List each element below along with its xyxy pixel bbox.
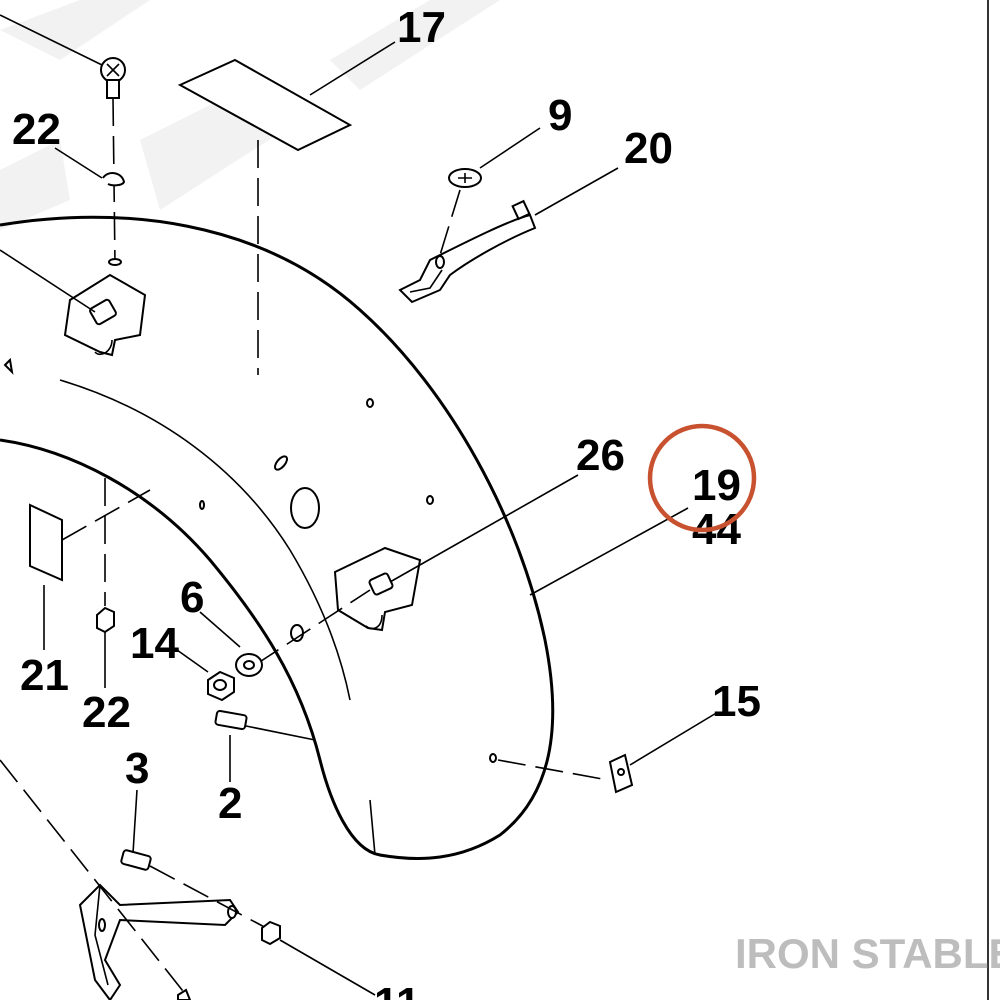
screw-9 [439, 168, 482, 256]
callout-22-top: 22 [12, 105, 61, 154]
rear-fender [0, 215, 555, 860]
leader-14 [169, 644, 209, 673]
nut-22-bottom [96, 478, 115, 634]
fender-hole [489, 753, 497, 763]
callout-14: 14 [130, 619, 179, 668]
clip-washer-top [102, 172, 126, 266]
callout-6: 6 [180, 573, 204, 622]
fender-hole [290, 487, 320, 529]
fender-hole [199, 500, 205, 510]
callout-20: 20 [624, 124, 673, 173]
callout-19: 19 [692, 461, 741, 510]
callout-3: 3 [125, 744, 149, 793]
callout-21: 21 [20, 651, 69, 700]
fender-hole [426, 495, 434, 505]
callout-2: 2 [218, 779, 242, 828]
clip-15 [497, 753, 634, 794]
fender-slot [274, 455, 288, 471]
lower-bracket [78, 883, 240, 1000]
callout-26: 26 [576, 431, 625, 480]
washer-6 [235, 653, 263, 677]
leader-3 [132, 789, 138, 854]
lower-mount-plate [254, 546, 422, 666]
nut-14 [207, 670, 235, 702]
callout-9: 9 [548, 91, 572, 140]
leader-22-top [54, 147, 103, 179]
fender-hole [366, 398, 374, 408]
watermark-text: IRON STABLE [735, 930, 1000, 977]
callout-15: 15 [712, 677, 761, 726]
decal-21 [29, 503, 63, 582]
callout-17: 17 [397, 3, 446, 52]
leader-6 [199, 611, 241, 648]
callout-11: 11 [374, 979, 421, 1000]
leader-9 [479, 127, 541, 169]
nut-11 [261, 920, 281, 946]
highlight-circle [647, 423, 757, 533]
leader-26 [389, 474, 579, 583]
leader-15 [629, 711, 719, 766]
faint-watermark-shape [0, 0, 500, 230]
bolt-3 [120, 849, 271, 931]
bracket-20 [398, 199, 537, 304]
long-dash-lower [0, 759, 191, 1000]
stud-fitting-upper [0, 249, 117, 326]
screw-top [0, 14, 126, 99]
decal-17 [177, 58, 353, 375]
callout-22-bottom: 22 [82, 688, 131, 737]
fender-hole [290, 624, 304, 642]
bolt-2 [214, 709, 316, 741]
leader-20 [534, 167, 619, 216]
decal-axis [61, 489, 151, 541]
leader-11 [279, 939, 376, 996]
leader-17 [309, 41, 396, 96]
small-fastener [177, 988, 192, 1000]
leader-19-44 [529, 507, 689, 596]
